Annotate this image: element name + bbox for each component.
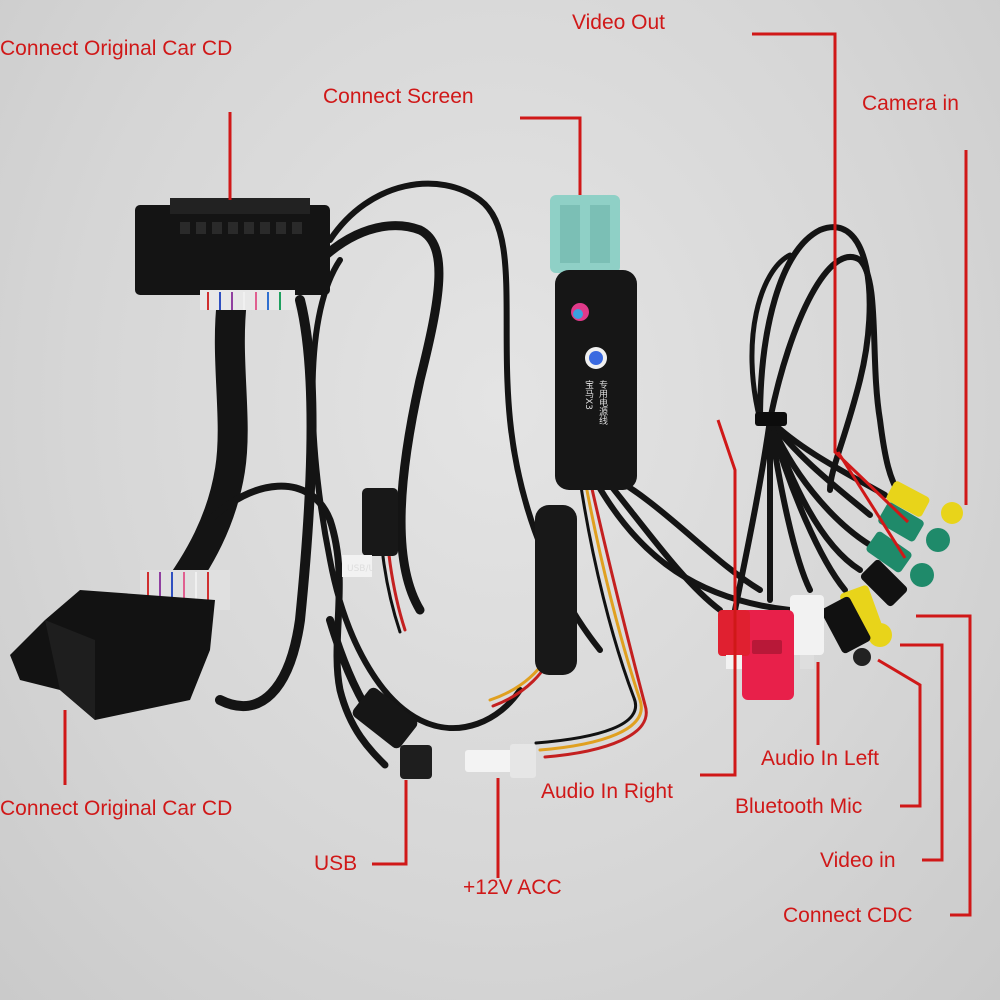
label-connect-screen: Connect Screen xyxy=(323,85,474,108)
acc-connector xyxy=(465,744,536,778)
fuse-holder xyxy=(362,488,577,675)
module-chinese-line2: 宝马X3 xyxy=(583,379,594,410)
label-bluetooth-mic: Bluetooth Mic xyxy=(735,795,863,818)
power-module: 宝马X3 专用电源线 xyxy=(555,270,637,490)
label-audio-in-right: Audio In Right xyxy=(541,780,673,803)
usb-connector xyxy=(352,687,432,779)
label-audio-in-left: Audio In Left xyxy=(761,747,879,770)
car-cd-connector-bottom xyxy=(10,570,230,720)
label-connect-original-car-cd-bottom: Connect Original Car CD xyxy=(0,797,233,820)
label-12v-acc: +12V ACC xyxy=(463,876,562,899)
usb-tag: USB/U xyxy=(342,555,375,577)
screen-connector xyxy=(550,195,620,273)
leader-lines xyxy=(63,32,972,917)
power-wires xyxy=(378,478,648,759)
label-video-in: Video in xyxy=(820,849,896,872)
car-cd-connector-top xyxy=(135,198,330,310)
usb-tag-text: USB/U xyxy=(347,564,375,574)
label-video-out: Video Out xyxy=(572,11,666,34)
label-camera-in: Camera in xyxy=(862,92,959,115)
label-connect-original-car-cd-top: Connect Original Car CD xyxy=(0,37,233,60)
label-connect-cdc: Connect CDC xyxy=(783,904,913,927)
label-usb: USB xyxy=(314,852,358,875)
module-chinese-line1: 专用电源线 xyxy=(597,379,608,425)
